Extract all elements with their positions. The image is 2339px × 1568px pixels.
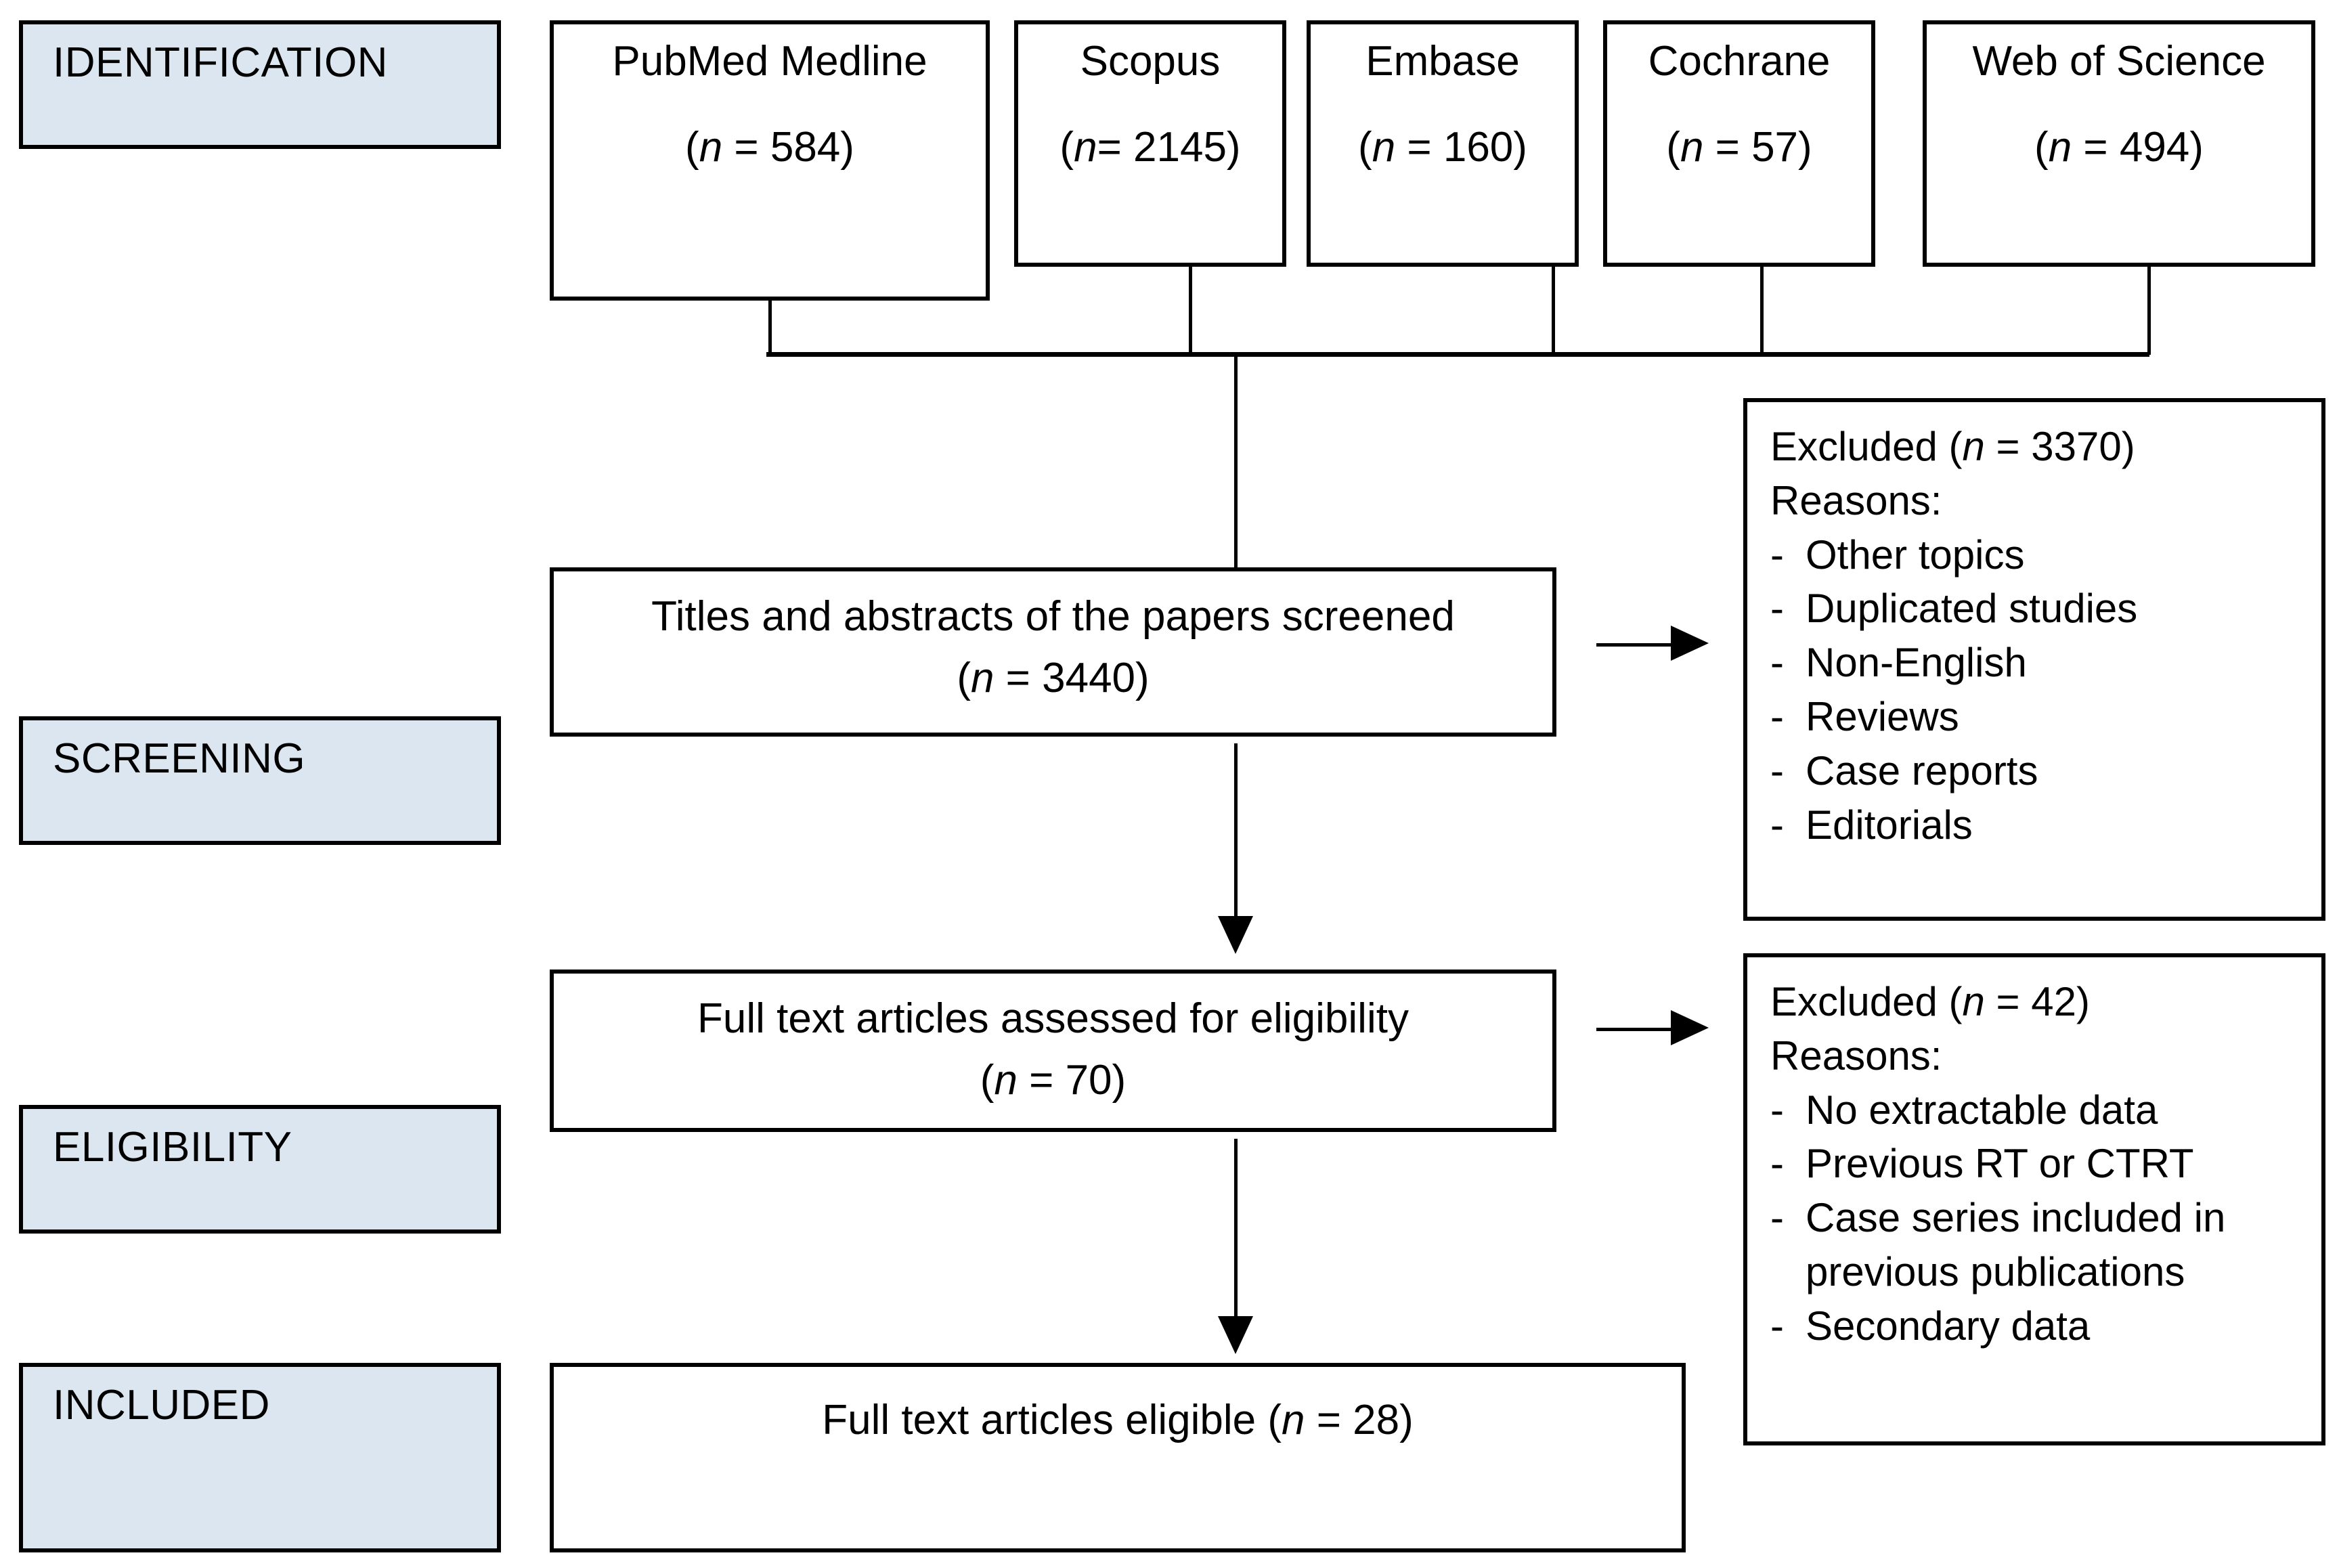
connector-screening-to-eligibility [1234,743,1238,923]
source-box-embase: Embase (n = 160) [1307,20,1579,267]
connector-drop-web-of-science [2147,267,2151,355]
flow-included-line1: Full text articles eligible (n = 28) [822,1396,1414,1443]
list-item: - Previous RT or CTRT [1770,1137,2321,1191]
connector-eligibility-to-included [1234,1139,1238,1323]
list-item-label: Case series included in [1806,1195,2226,1241]
list-item-label: Previous RT or CTRT [1806,1141,2194,1187]
list-item-label: Non-English [1806,640,2027,686]
excluded-eligibility-reasons-label: Reasons: [1770,1032,1942,1079]
list-dash: - [1770,586,1784,632]
list-item: - Reviews [1770,690,2321,744]
list-item: - Other topics [1770,528,2321,582]
list-dash: - [1770,640,1784,686]
list-item-continuation-label: previous publications [1806,1248,2185,1294]
source-count-embase: (n = 160) [1358,124,1527,171]
arrowhead-eligibility-to-included [1218,1316,1253,1354]
list-item: - Editorials [1770,798,2321,852]
list-dash: - [1770,1087,1784,1133]
connector-drop-pubmed [768,301,772,355]
source-box-pubmed-medline: PubMed Medline (n = 584) [550,20,990,301]
flow-box-eligibility: Full text articles assessed for eligibil… [550,970,1556,1132]
list-item-continuation: previous publications [1770,1245,2321,1299]
list-item-label: Case reports [1806,747,2038,793]
excluded-screening-reason-list: - Other topics - Duplicated studies - No… [1770,528,2321,852]
source-name-embase: Embase [1365,38,1520,85]
excluded-screening-reasons-label: Reasons: [1770,477,1942,523]
list-item-label: No extractable data [1806,1087,2158,1133]
connector-bus-sources [766,352,2149,357]
excluded-eligibility-heading: Excluded (n = 42) [1770,979,2090,1024]
list-item-label: Duplicated studies [1806,586,2138,632]
arrowhead-eligibility-to-excluded [1671,1010,1709,1045]
stage-label-eligibility-text: ELIGIBILITY [53,1124,292,1171]
source-box-cochrane: Cochrane (n = 57) [1603,20,1875,267]
connector-drop-cochrane [1760,267,1764,355]
flow-box-included: Full text articles eligible (n = 28) [550,1363,1686,1552]
flow-box-screening: Titles and abstracts of the papers scree… [550,567,1556,737]
list-dash: - [1770,531,1784,578]
connector-eligibility-to-excluded [1596,1028,1672,1031]
source-count-scopus: (n= 2145) [1059,124,1241,171]
stage-label-included-text: INCLUDED [53,1382,270,1429]
list-dash: - [1770,693,1784,739]
source-count-web-of-science: (n = 494) [2034,124,2204,171]
list-item: - Case series included in [1770,1191,2321,1245]
list-dash: - [1770,1141,1784,1187]
excluded-screening-heading: Excluded (n = 3370) [1770,424,2135,469]
list-item-label: Editorials [1806,802,1973,848]
stage-label-included: INCLUDED [19,1363,501,1552]
flow-screening-line1: Titles and abstracts of the papers scree… [651,593,1455,640]
excluded-box-eligibility: Excluded (n = 42) Reasons: - No extracta… [1743,953,2325,1445]
list-dash: - [1770,747,1784,793]
connector-screening-to-excluded [1596,643,1672,647]
stage-label-screening-text: SCREENING [53,735,306,782]
list-item: - Duplicated studies [1770,582,2321,636]
arrowhead-screening-to-excluded [1671,626,1709,661]
flow-screening-line2: (n = 3440) [957,654,1150,701]
list-item: - Non-English [1770,636,2321,690]
source-count-pubmed-medline: (n = 584) [685,124,854,171]
list-item-label: Other topics [1806,531,2025,578]
list-dash: - [1770,1195,1784,1241]
connector-drop-scopus [1189,267,1192,355]
connector-drop-embase [1552,267,1555,355]
excluded-eligibility-reason-list: - No extractable data - Previous RT or C… [1770,1083,2321,1353]
source-count-cochrane: (n = 57) [1666,124,1812,171]
source-name-cochrane: Cochrane [1648,38,1831,85]
source-box-scopus: Scopus (n= 2145) [1014,20,1286,267]
stage-label-screening: SCREENING [19,716,501,845]
list-item-label: Secondary data [1806,1303,2091,1349]
list-item-label: Reviews [1806,693,1959,739]
flow-eligibility-line2: (n = 70) [980,1056,1127,1104]
source-name-pubmed-medline: PubMed Medline [612,38,927,85]
stage-label-identification-text: IDENTIFICATION [53,39,388,86]
list-dash: - [1770,802,1784,848]
arrowhead-screening-to-eligibility [1218,916,1253,954]
list-item: - No extractable data [1770,1083,2321,1137]
source-name-web-of-science: Web of Science [1972,38,2266,85]
stage-label-eligibility: ELIGIBILITY [19,1105,501,1234]
source-name-scopus: Scopus [1080,38,1221,85]
flow-eligibility-line1: Full text articles assessed for eligibil… [697,995,1409,1042]
stage-label-identification: IDENTIFICATION [19,20,501,149]
excluded-box-screening: Excluded (n = 3370) Reasons: - Other top… [1743,398,2325,921]
list-item: - Case reports [1770,744,2321,798]
list-item: - Secondary data [1770,1299,2321,1353]
list-dash: - [1770,1303,1784,1349]
connector-bus-to-screening [1234,355,1238,586]
source-box-web-of-science: Web of Science (n = 494) [1923,20,2315,267]
